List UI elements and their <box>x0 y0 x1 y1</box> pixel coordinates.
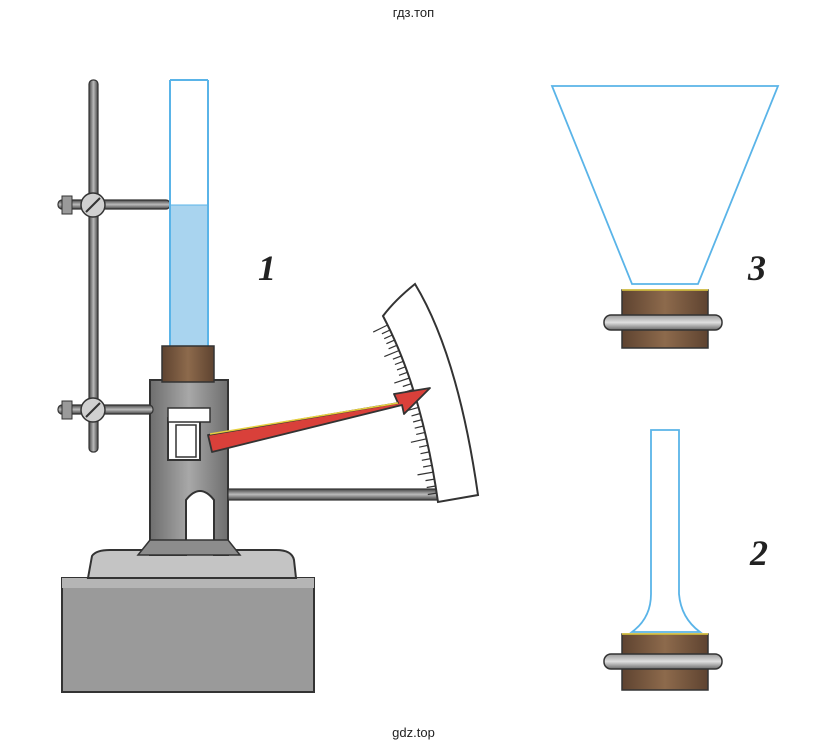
scale-tick <box>381 329 391 335</box>
base-block <box>61 549 315 693</box>
label-2: 2 <box>749 533 768 573</box>
vessel-3: 3 <box>550 85 780 349</box>
apparatus-1: 1 <box>57 79 480 693</box>
lower-clamp <box>57 397 154 423</box>
scale-tick <box>411 412 421 417</box>
label-1: 1 <box>258 248 276 288</box>
scale-tick <box>422 464 433 468</box>
scale-tick <box>396 366 406 371</box>
glass-tube <box>169 79 209 350</box>
upper-clamp <box>57 192 171 218</box>
scale-tick <box>427 492 437 496</box>
vessel-2: 2 <box>603 429 768 691</box>
scale-ticks <box>372 324 437 496</box>
scale-tick <box>386 339 395 345</box>
stand-rod <box>88 79 99 453</box>
scale-tick <box>384 349 400 358</box>
watermark-bottom: gdz.top <box>392 725 435 740</box>
scale-tick <box>392 355 402 360</box>
support-frame <box>136 379 242 556</box>
scale-tick <box>383 334 393 340</box>
scale-tick <box>398 371 408 376</box>
scale-tick <box>418 444 429 448</box>
scale-tick <box>410 438 427 443</box>
tube-stopper <box>161 345 215 383</box>
scale-tick <box>416 431 426 435</box>
scale-tick <box>412 419 422 423</box>
scale-tick <box>388 344 398 350</box>
scale-tick <box>414 425 424 429</box>
scale-tick <box>402 383 412 388</box>
watermark-top: гдз.топ <box>392 5 435 20</box>
pointer-arrow <box>207 387 431 453</box>
scale-tick <box>394 377 410 384</box>
scale-tick <box>425 478 435 482</box>
scale-tick <box>372 324 388 333</box>
label-3: 3 <box>747 248 766 288</box>
scale-rod <box>227 488 439 501</box>
scale-tick <box>426 485 436 489</box>
scale-tick <box>420 451 430 455</box>
scale-tick <box>421 458 431 461</box>
scale-tick <box>394 360 404 366</box>
scale-tick <box>417 471 434 476</box>
